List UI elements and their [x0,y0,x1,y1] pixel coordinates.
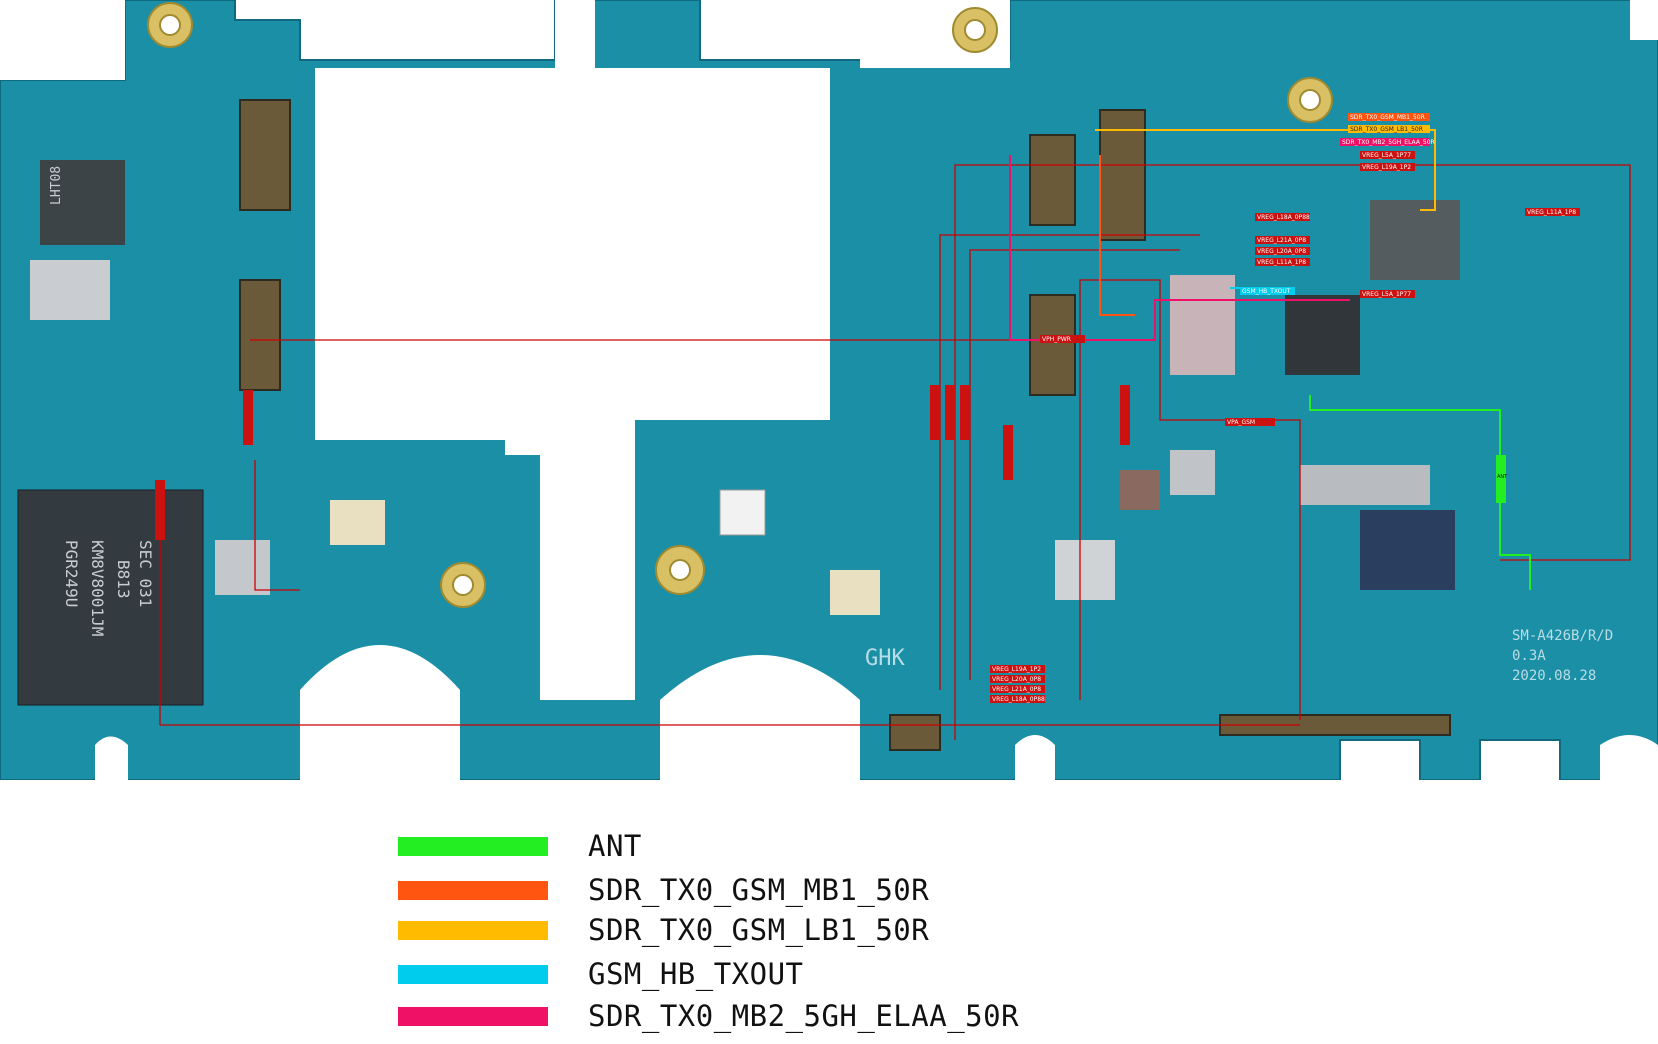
legend-label: SDR_TX0_MB2_5GH_ELAA_50R [588,999,1020,1033]
legend-label: GSM_HB_TXOUT [588,957,804,991]
net-tag-ant: ANT [1497,474,1508,480]
net-tag-hb: GSM_HB_TXOUT [1242,288,1291,295]
right-notch [1600,735,1658,780]
bottom-notch-1 [95,736,128,780]
center-cutout [315,68,830,700]
legend-label: SDR_TX0_GSM_MB1_50R [588,873,930,907]
legend-swatch [398,836,548,856]
code-silkscreen: GHK [865,646,905,671]
bottom-tag-4: VREG_L18A_0P88 [992,696,1045,703]
memory-marking-3: KM8V8001JM [88,540,107,636]
legend-swatch [398,1006,548,1026]
bottom-arch-mid [660,655,860,780]
memory-marking-2: B813 [114,560,133,599]
legend-swatch [398,964,548,984]
net-tag-group: SDR_TX0_GSM_MB1_50R SDR_TX0_GSM_LB1_50R … [1040,113,1580,503]
net-tag-mb2: SDR_TX0_MB2_5GH_ELAA_50R [1342,139,1435,146]
left-edge-cut [0,0,125,80]
net-tag-l11a: VREG_L11A_1P8 [1527,209,1576,216]
bottom-notch-2 [1015,735,1055,780]
net-tag-l20a: VREG_L20A_0P8 [1257,248,1306,255]
net-tag-l11a-2: VREG_L11A_1P8 [1257,259,1306,266]
net-tag-l18a: VREG_L18A_0P88 [1257,214,1310,221]
chip-markings: SEC 031 B813 KM8V8001JM PGR249U LHT08 [49,166,155,636]
legend-item-mb2: SDR_TX0_MB2_5GH_ELAA_50R [398,999,1019,1033]
mounting-holes [147,2,1333,608]
bottom-net-tags: VREG_L19A_1P2 VREG_L20A_0P8 VREG_L21A_0P… [990,665,1045,703]
board-connectors [239,99,1451,751]
legend-label: ANT [588,829,642,863]
net-lb1-trace [1095,129,1436,211]
legend-swatch [398,920,548,940]
bottom-tag-1: VREG_L19A_1P2 [992,666,1041,673]
board-chips [17,160,1460,706]
legend-swatch [398,880,548,900]
bottom-tag-2: VREG_L20A_0P8 [992,676,1041,683]
top-gap [555,0,595,70]
model-silkscreen: SM-A426B/R/D [1512,628,1613,644]
vertical-tags [155,385,1130,540]
silkscreen: SM-A426B/R/D 0.3A 2020.08.28 GHK [865,628,1613,684]
legend-item-mb1: SDR_TX0_GSM_MB1_50R [398,873,929,907]
bottom-tag-3: VREG_L21A_0P8 [992,686,1041,693]
small-chip-marking: LHT08 [49,166,64,205]
memory-marking-4: PGR249U [62,540,81,607]
reference-traces [159,164,1631,740]
net-tag-mb1: SDR_TX0_GSM_MB1_50R [1350,114,1425,121]
net-tag-vpa: VPA_GSM [1227,419,1255,426]
net-mb2-trace [1009,155,1350,341]
legend-item-lb1: SDR_TX0_GSM_LB1_50R [398,913,929,947]
net-mb1-trace [1099,155,1135,316]
date-silkscreen: 2020.08.28 [1512,668,1596,684]
right-cut [1630,0,1658,40]
net-tag-lb1: SDR_TX0_GSM_LB1_50R [1350,126,1423,133]
legend-label: SDR_TX0_GSM_LB1_50R [588,913,930,947]
net-tag-l21a: VREG_L21A_0P8 [1257,237,1306,244]
legend-item-ant: ANT [398,829,641,863]
net-tag-l19a: VREG_L19A_1P2 [1362,164,1411,171]
net-tag-l5a-2: VREG_L5A_1P77 [1362,291,1411,298]
pcb-board-diagram: SEC 031 B813 KM8V8001JM PGR249U LHT08 SM… [0,0,1658,780]
legend-item-hb: GSM_HB_TXOUT [398,957,803,991]
memory-marking-1: SEC 031 [136,540,155,607]
revision-silkscreen: 0.3A [1512,648,1546,664]
net-tag-vph: VPH_PWR [1042,336,1071,343]
bottom-arch-left [300,645,460,780]
net-tag-l5a: VREG_L5A_1P77 [1362,152,1411,159]
